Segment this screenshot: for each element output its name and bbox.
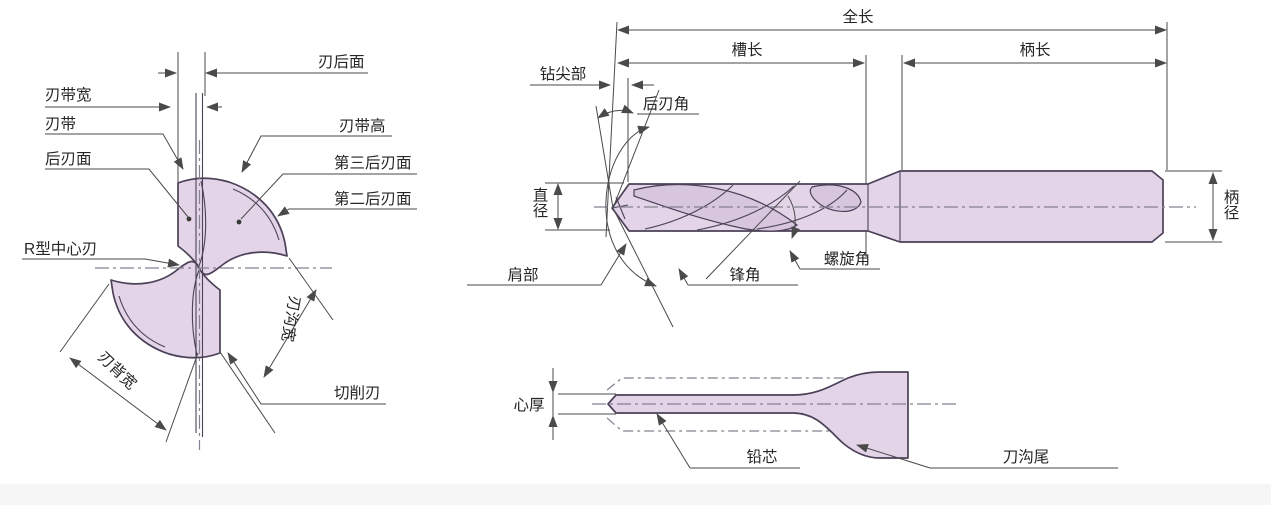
dim-land-width bbox=[69, 357, 167, 431]
flute-groove bbox=[633, 184, 798, 232]
label-point-angle: 锋角 bbox=[729, 266, 760, 284]
label-cutting-edge: 切削刃 bbox=[334, 384, 381, 402]
label-shank-length: 柄长 bbox=[1019, 41, 1050, 59]
label-helix-angle: 螺旋角 bbox=[824, 250, 871, 268]
label-flank-face: 后刃面 bbox=[45, 150, 92, 168]
label-relief-angle: 后刃角 bbox=[643, 95, 690, 113]
label-shoulder: 肩部 bbox=[507, 266, 538, 284]
label-overall-length: 全长 bbox=[842, 8, 873, 26]
label-margin: 刃带 bbox=[45, 115, 76, 133]
leader-flute-tail-arrow bbox=[856, 444, 931, 469]
envelope-dashed-bottom bbox=[606, 417, 843, 432]
web-core-body bbox=[607, 371, 909, 459]
leader-third-flank bbox=[240, 173, 417, 220]
extension-line bbox=[219, 351, 276, 434]
leader-margin-height bbox=[241, 135, 392, 173]
label-r-center-edge: R型中心刃 bbox=[24, 240, 97, 258]
relief-angle-line bbox=[612, 89, 660, 209]
label-diameter: 直径 bbox=[531, 187, 549, 219]
leader-shoulder-arrow bbox=[600, 243, 627, 286]
third-flank-dot bbox=[236, 219, 242, 225]
label-edge-back-face: 刃后面 bbox=[318, 53, 365, 71]
relief-angle-arc bbox=[597, 104, 634, 119]
label-flute-width: 刃沟宽 bbox=[278, 294, 304, 343]
extension-line bbox=[165, 352, 199, 443]
flute-runout bbox=[809, 184, 862, 212]
dim-flute-width bbox=[263, 289, 317, 378]
drill-lobe bbox=[177, 177, 288, 276]
label-margin-width: 刃带宽 bbox=[45, 86, 92, 104]
leader-second-flank bbox=[277, 206, 417, 217]
helix-line bbox=[696, 185, 795, 231]
tip-facet-line bbox=[615, 196, 626, 220]
drill-lobe-mirrored bbox=[110, 260, 221, 359]
leader-flank-face bbox=[45, 168, 189, 218]
leader-core-arrow bbox=[656, 413, 691, 469]
end-view: 刃后面 刃带宽 刃带 后刃面 刃带高 第三后刃面 第二后刃面 R型中心刃 切削刃… bbox=[22, 52, 417, 450]
footer-bar bbox=[0, 484, 1271, 505]
helix-angle-arc bbox=[787, 195, 800, 239]
label-margin-height: 刃带高 bbox=[339, 117, 386, 135]
envelope-dashed-top bbox=[606, 377, 848, 391]
relief-angle-line bbox=[595, 105, 614, 209]
extension-line-tip bbox=[605, 21, 618, 238]
label-second-flank-face: 第二后刃面 bbox=[334, 190, 412, 208]
point-angle-arc bbox=[605, 125, 657, 287]
helix-tangent-line bbox=[705, 180, 801, 280]
helix-line bbox=[644, 184, 734, 230]
flank-face-dot bbox=[186, 216, 192, 222]
leader-cutting-edge bbox=[227, 352, 386, 405]
extension-line bbox=[59, 283, 110, 353]
leader-margin bbox=[45, 133, 184, 170]
label-drill-point: 钻尖部 bbox=[540, 65, 587, 83]
side-view: 全长 槽长 柄长 钻尖部 后刃角 锋角 bbox=[467, 8, 1240, 328]
leader-point-angle-arrow bbox=[678, 268, 689, 286]
label-core: 铅芯 bbox=[746, 448, 777, 466]
extension-line bbox=[288, 257, 334, 321]
label-land-width: 刃背宽 bbox=[94, 348, 140, 393]
label-web-thickness: 心厚 bbox=[513, 396, 544, 414]
leader-helix-angle-arrow bbox=[789, 250, 801, 270]
label-third-flank-face: 第三后刃面 bbox=[334, 154, 412, 172]
leader-r-center-edge bbox=[22, 258, 180, 268]
label-flute-tail: 刀沟尾 bbox=[1003, 448, 1050, 466]
helix-line bbox=[756, 189, 848, 230]
core-view: 心厚 铅芯 刀沟尾 bbox=[513, 368, 1118, 469]
label-shank-diameter: 柄径 bbox=[1222, 189, 1240, 221]
label-flute-length: 槽长 bbox=[731, 41, 762, 59]
